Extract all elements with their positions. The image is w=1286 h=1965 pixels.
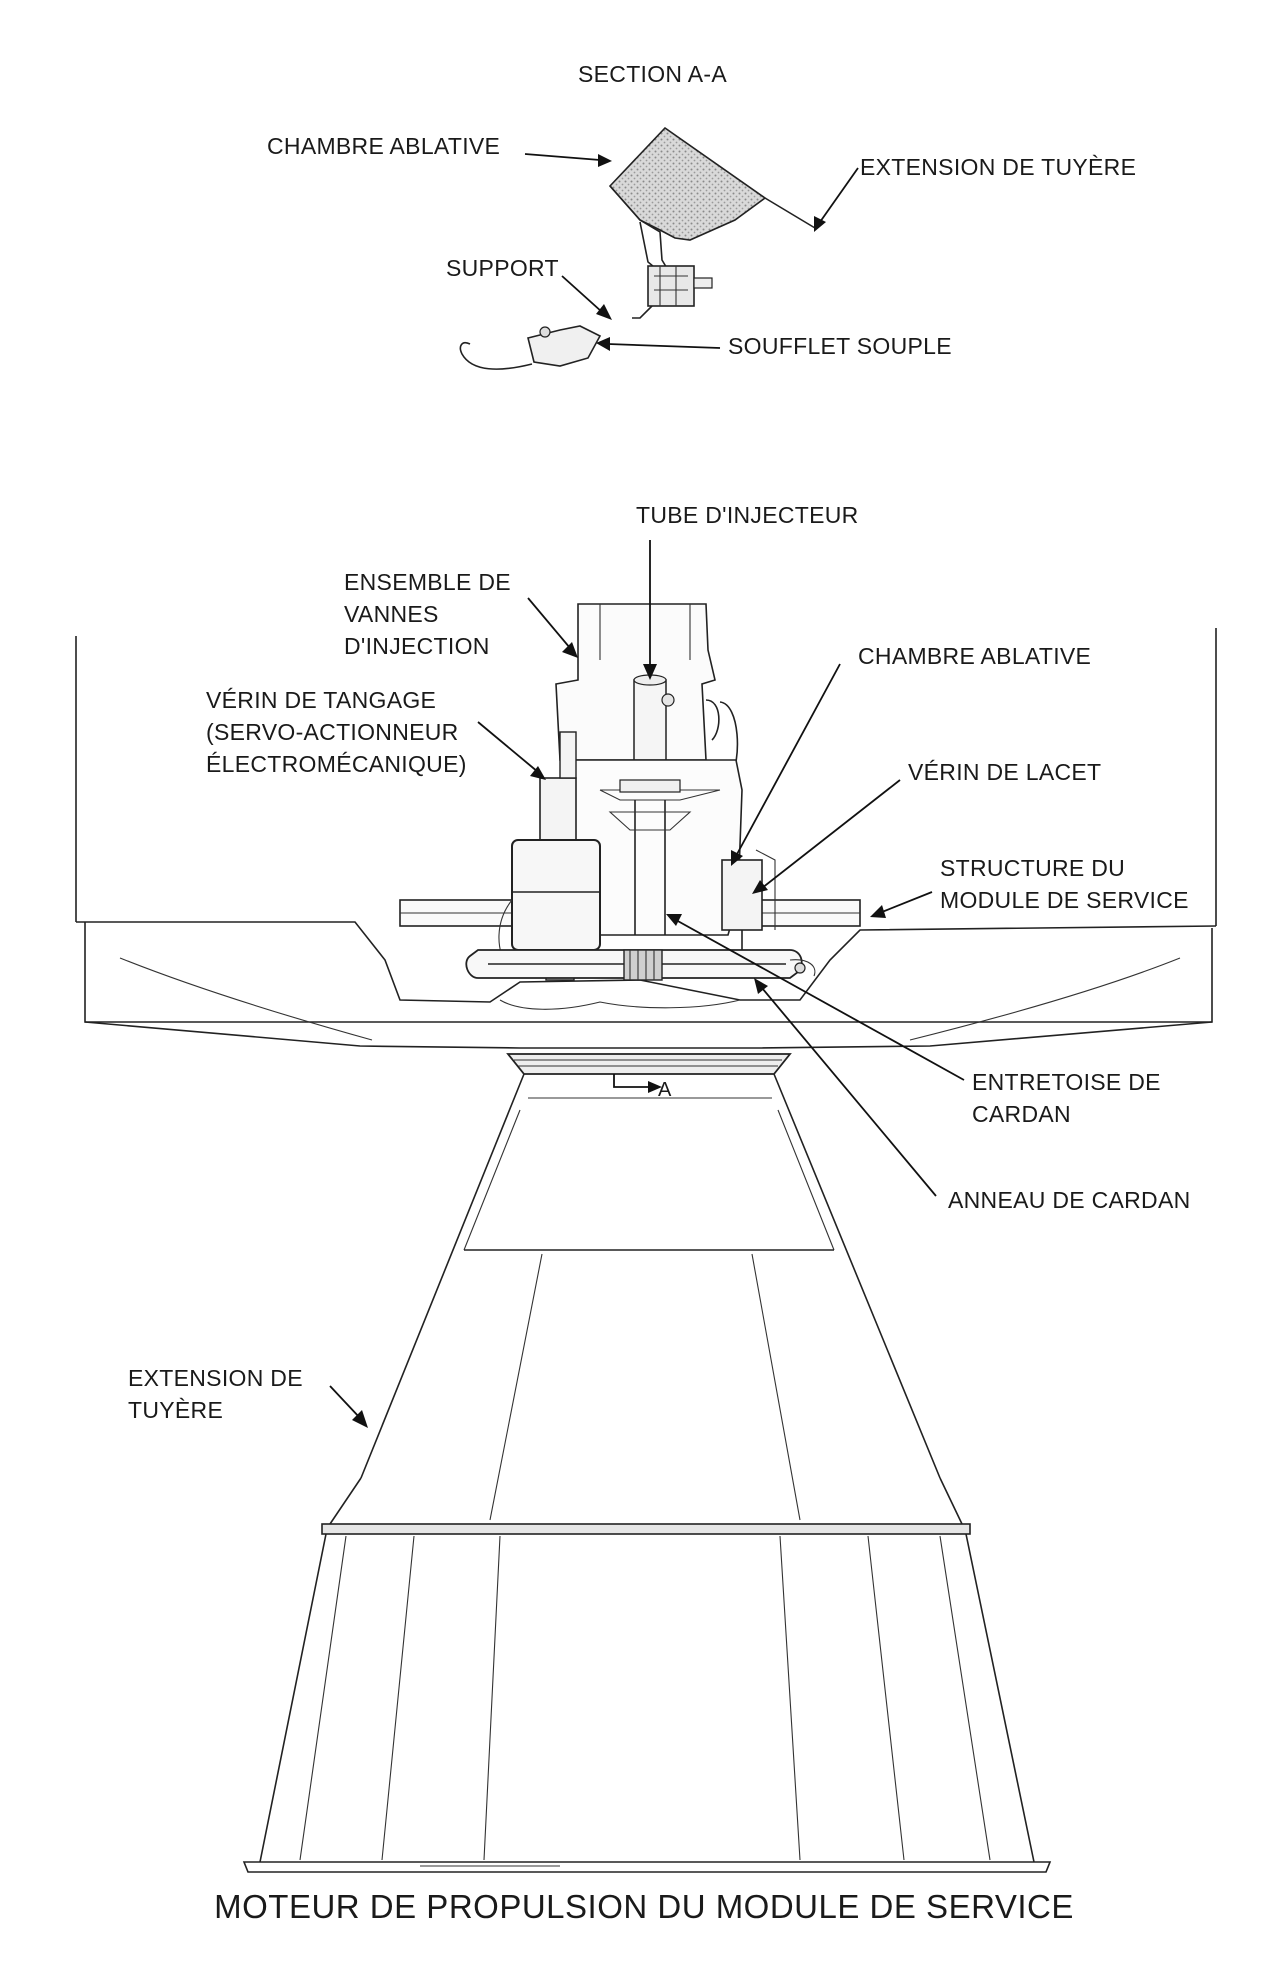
section-a-a-detail: SECTION A-A CHAMBRE ABLATIVE EXTENSION D… bbox=[267, 61, 1136, 370]
gimbal-ring bbox=[465, 949, 816, 981]
label-engine-chambre-ablative: CHAMBRE ABLATIVE bbox=[858, 643, 1091, 669]
label-section-extension-tuyere: EXTENSION DE TUYÈRE bbox=[860, 154, 1136, 180]
label-verin-tangage-2: (SERVO-ACTIONNEUR bbox=[206, 719, 459, 745]
label-entretoise-cardan-1: ENTRETOISE DE bbox=[972, 1069, 1161, 1095]
label-extension-tuyere-1: EXTENSION DE bbox=[128, 1365, 303, 1391]
nozzle-band bbox=[321, 1523, 971, 1535]
label-structure-module-1: STRUCTURE DU bbox=[940, 855, 1125, 881]
section-cut-marker: A bbox=[613, 1074, 672, 1101]
label-verin-lacet: VÉRIN DE LACET bbox=[908, 759, 1101, 785]
diagram-caption: MOTEUR DE PROPULSION DU MODULE DE SERVIC… bbox=[214, 1888, 1074, 1925]
label-entretoise-cardan-2: CARDAN bbox=[972, 1101, 1071, 1127]
label-tube-injecteur: TUBE D'INJECTEUR bbox=[636, 502, 859, 528]
label-section-chambre-ablative: CHAMBRE ABLATIVE bbox=[267, 133, 500, 159]
engine-assembly: A bbox=[75, 603, 1217, 1873]
section-nozzle-line bbox=[764, 197, 816, 229]
label-structure-module-2: MODULE DE SERVICE bbox=[940, 887, 1189, 913]
yaw-actuator bbox=[721, 849, 776, 958]
section-marker-label: A bbox=[658, 1079, 672, 1101]
nozzle-extension bbox=[242, 1073, 1052, 1873]
label-ensemble-vannes-2: VANNES bbox=[344, 601, 439, 627]
label-anneau-cardan: ANNEAU DE CARDAN bbox=[948, 1187, 1191, 1213]
label-section-soufflet-souple: SOUFFLET SOUPLE bbox=[728, 333, 952, 359]
section-flexible-bellows bbox=[459, 325, 602, 370]
section-support-bracket bbox=[632, 265, 713, 319]
injector-tube bbox=[633, 679, 667, 761]
label-verin-tangage-3: ÉLECTROMÉCANIQUE) bbox=[206, 751, 467, 777]
ablative-chamber-block bbox=[608, 126, 767, 241]
section-a-a-title: SECTION A-A bbox=[578, 61, 727, 87]
label-verin-tangage-1: VÉRIN DE TANGAGE bbox=[206, 687, 436, 713]
label-section-support: SUPPORT bbox=[446, 255, 559, 281]
label-extension-tuyere-2: TUYÈRE bbox=[128, 1397, 223, 1423]
injector-valve-assembly bbox=[555, 603, 739, 781]
label-ensemble-vannes-1: ENSEMBLE DE bbox=[344, 569, 511, 595]
throat-flange bbox=[506, 1053, 792, 1075]
section-wall bbox=[609, 185, 669, 271]
label-ensemble-vannes-3: D'INJECTION bbox=[344, 633, 490, 659]
engine-labels: TUBE D'INJECTEUR ENSEMBLE DE VANNES D'IN… bbox=[128, 502, 1191, 1428]
leader-arrow bbox=[598, 154, 612, 167]
